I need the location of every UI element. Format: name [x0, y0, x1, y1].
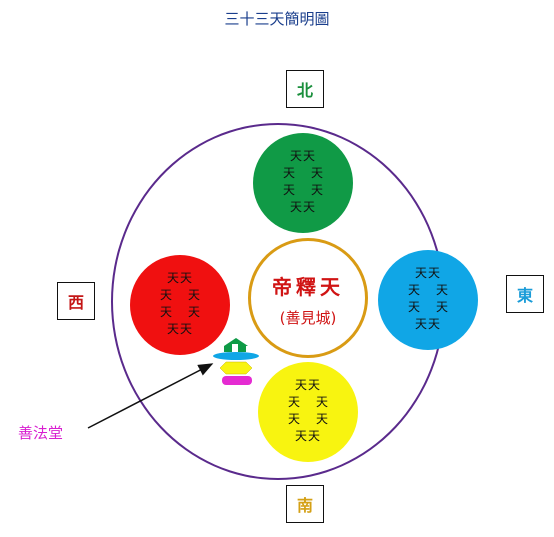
- hall-pagoda-icon: [213, 338, 259, 385]
- west-heaven-2: 天: [180, 271, 193, 285]
- pointer-arrow: [87, 363, 214, 429]
- south-heaven-2: 天: [308, 378, 321, 392]
- west-heaven-group: 天天天天天天天天: [130, 255, 230, 355]
- north-heaven-group: 天天天天天天天天: [253, 133, 353, 233]
- west-heaven-8: 天: [180, 322, 193, 336]
- south-heaven-8: 天: [308, 429, 321, 443]
- north-heaven-4: 天: [311, 166, 324, 180]
- north-heaven-3: 天: [283, 166, 296, 180]
- west-heaven-1: 天: [167, 271, 180, 285]
- center-name: 帝釋天: [272, 275, 344, 299]
- west-heaven-6: 天: [188, 305, 201, 319]
- west-heaven-7: 天: [167, 322, 180, 336]
- east-heaven-1: 天: [415, 266, 428, 280]
- direction-east-label: 東: [516, 286, 533, 305]
- south-heaven-3: 天: [288, 395, 301, 409]
- direction-south-label: 南: [296, 496, 313, 515]
- south-heaven-7: 天: [295, 429, 308, 443]
- north-heaven-6: 天: [311, 183, 324, 197]
- west-heaven-4: 天: [188, 288, 201, 302]
- south-heaven-6: 天: [316, 412, 329, 426]
- north-heaven-8: 天: [303, 200, 316, 214]
- east-heaven-8: 天: [428, 317, 441, 331]
- south-heaven-4: 天: [316, 395, 329, 409]
- north-heaven-1: 天: [290, 149, 303, 163]
- direction-north: 北: [286, 70, 324, 108]
- south-heaven-5: 天: [288, 412, 301, 426]
- direction-north-label: 北: [296, 81, 313, 100]
- east-heaven-2: 天: [428, 266, 441, 280]
- north-heaven-5: 天: [283, 183, 296, 197]
- diagram-title: 三十三天簡明圖: [224, 10, 330, 28]
- direction-south: 南: [286, 485, 324, 523]
- north-heaven-7: 天: [290, 200, 303, 214]
- west-heaven-3: 天: [160, 288, 173, 302]
- center-subtitle: (善見城): [279, 309, 337, 327]
- east-heaven-6: 天: [436, 300, 449, 314]
- east-heaven-5: 天: [408, 300, 421, 314]
- south-heaven-1: 天: [295, 378, 308, 392]
- south-heaven-group: 天天天天天天天天: [258, 362, 358, 462]
- east-heaven-4: 天: [436, 283, 449, 297]
- direction-west: 西: [57, 282, 95, 320]
- hall-label: 善法堂: [18, 424, 64, 442]
- east-heaven-group: 天天天天天天天天: [378, 250, 478, 350]
- east-heaven-7: 天: [415, 317, 428, 331]
- east-heaven-3: 天: [408, 283, 421, 297]
- direction-west-label: 西: [67, 293, 84, 312]
- direction-east: 東: [506, 275, 544, 313]
- north-heaven-2: 天: [303, 149, 316, 163]
- west-heaven-5: 天: [160, 305, 173, 319]
- center-palace: 帝釋天 (善見城): [248, 238, 368, 358]
